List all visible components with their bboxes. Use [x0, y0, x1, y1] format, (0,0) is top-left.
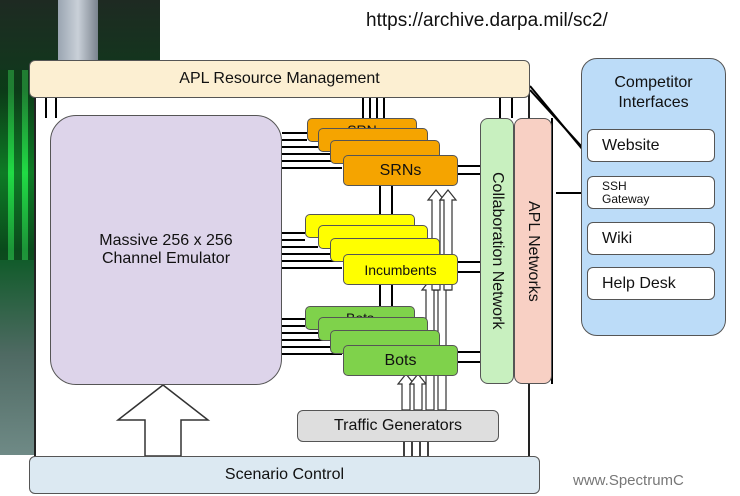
help-desk-link[interactable]: Help Desk — [587, 267, 715, 300]
apl-resource-management-bar: APL Resource Management — [29, 60, 530, 98]
wiki-link[interactable]: Wiki — [587, 222, 715, 255]
competitor-interfaces-title: Competitor Interfaces — [614, 73, 692, 113]
gateway-label: Gateway — [602, 191, 650, 206]
scenario-control-label: Scenario Control — [224, 466, 345, 483]
bots-box: Bots — [343, 345, 458, 376]
srns-box: SRNs — [343, 155, 458, 186]
ssh-label: SSH — [602, 178, 627, 193]
apl-networks: APL Networks — [514, 118, 552, 384]
traffic-arrow-2 — [408, 373, 428, 411]
scenario-to-emulator-arrow — [115, 384, 211, 457]
channel-emulator: Massive 256 x 256 Channel Emulator — [50, 115, 282, 385]
channel-emulator-line2: Channel Emulator — [101, 250, 231, 267]
traffic-generators: Traffic Generators — [297, 410, 499, 442]
competitor-title-line1: Competitor — [614, 74, 693, 91]
srns-label: SRNs — [379, 161, 422, 179]
channel-emulator-line1: Massive 256 x 256 — [99, 232, 233, 249]
scenario-control: Scenario Control — [29, 456, 540, 494]
incumbents-label: Incumbents — [364, 261, 437, 278]
website-link[interactable]: Website — [587, 129, 715, 162]
help-desk-label: Help Desk — [602, 274, 676, 292]
footer-url[interactable]: www.SpectrumC — [573, 472, 684, 489]
collaboration-network-label: Collaboration Network — [489, 172, 506, 330]
incumbents-box: Incumbents — [343, 254, 458, 285]
wiki-label: Wiki — [602, 229, 633, 247]
ssh-gateway-link[interactable]: SSH Gateway — [587, 176, 715, 209]
apl-networks-label: APL Networks — [525, 200, 542, 302]
traffic-arrow-1 — [396, 373, 416, 411]
bots-label: Bots — [384, 351, 417, 369]
apl-resource-management-label: APL Resource Management — [179, 70, 380, 87]
website-label: Website — [602, 136, 660, 154]
traffic-generators-label: Traffic Generators — [333, 417, 463, 434]
source-url[interactable]: https://archive.darpa.mil/sc2/ — [366, 10, 608, 31]
collaboration-network: Collaboration Network — [480, 118, 514, 384]
competitor-title-line2: Interfaces — [618, 94, 689, 111]
